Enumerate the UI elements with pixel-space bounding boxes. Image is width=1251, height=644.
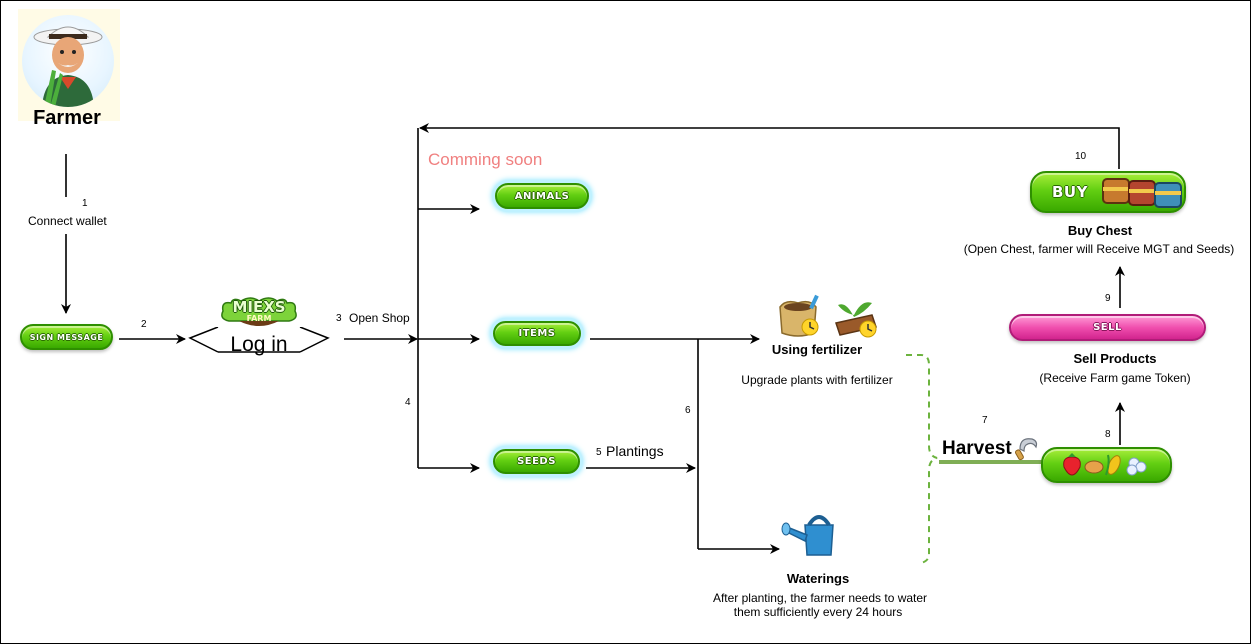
produce-button[interactable] — [1041, 447, 1172, 483]
step-7-number: 7 — [982, 415, 988, 426]
step-2-number: 2 — [141, 319, 147, 330]
step-1-number: 1 — [82, 198, 88, 209]
farmer-avatar-icon — [22, 15, 114, 107]
step-4-number: 4 — [405, 397, 411, 408]
login-label[interactable]: Log in — [230, 333, 288, 356]
buy-chest-title: Buy Chest — [1067, 223, 1133, 238]
step-3-label: Open Shop — [349, 311, 410, 325]
fertilizer-desc: Upgrade plants with fertilizer — [741, 373, 893, 387]
harvest-label: Harvest — [942, 438, 1012, 459]
step-9-number: 9 — [1105, 293, 1111, 304]
step-5-label: Plantings — [606, 443, 664, 459]
step-1-label: Connect wallet — [28, 214, 107, 228]
sell-products-desc: (Receive Farm game Token) — [1039, 371, 1191, 385]
waterings-desc-1: After planting, the farmer needs to wate… — [712, 591, 928, 605]
produce-icon — [1062, 453, 1146, 476]
buy-chest-desc: (Open Chest, farmer will Receive MGT and… — [963, 242, 1235, 256]
step-3-number: 3 — [336, 313, 342, 324]
sell-products-title: Sell Products — [1073, 351, 1157, 366]
sickle-icon — [1014, 435, 1040, 461]
fertilizer-icon — [776, 293, 880, 339]
step-5-number: 5 — [596, 447, 602, 458]
watering-can-icon — [781, 507, 841, 557]
edge-loop-back — [419, 123, 1120, 169]
items-button[interactable]: ITEMS — [493, 321, 581, 346]
chest-icon — [1101, 171, 1185, 211]
logo-line-1: MIEXS — [232, 298, 286, 316]
sell-button[interactable]: SELL — [1009, 314, 1206, 341]
miexs-farm-logo: MIEXS FARM — [219, 297, 299, 329]
waterings-desc-2: them sufficiently every 24 hours — [733, 605, 903, 619]
buy-button-label: BUY — [1052, 183, 1088, 201]
farmer-label: Farmer — [33, 107, 101, 129]
step-10-number: 10 — [1075, 151, 1087, 162]
logo-line-2: FARM — [246, 314, 272, 323]
step-6-number: 6 — [685, 405, 691, 416]
harvest-bracket — [906, 354, 938, 564]
animals-button[interactable]: ANIMALS — [495, 183, 589, 209]
fertilizer-title: Using fertilizer — [771, 342, 863, 357]
seeds-button[interactable]: SEEDS — [493, 449, 580, 474]
sign-message-button[interactable]: SIGN MESSAGE — [20, 324, 113, 350]
coming-soon-label: Comming soon — [428, 150, 543, 169]
login-frame — [188, 327, 330, 353]
farmer-avatar: Farmer — [18, 9, 120, 129]
waterings-title: Waterings — [786, 571, 850, 586]
step-8-number: 8 — [1105, 429, 1111, 440]
